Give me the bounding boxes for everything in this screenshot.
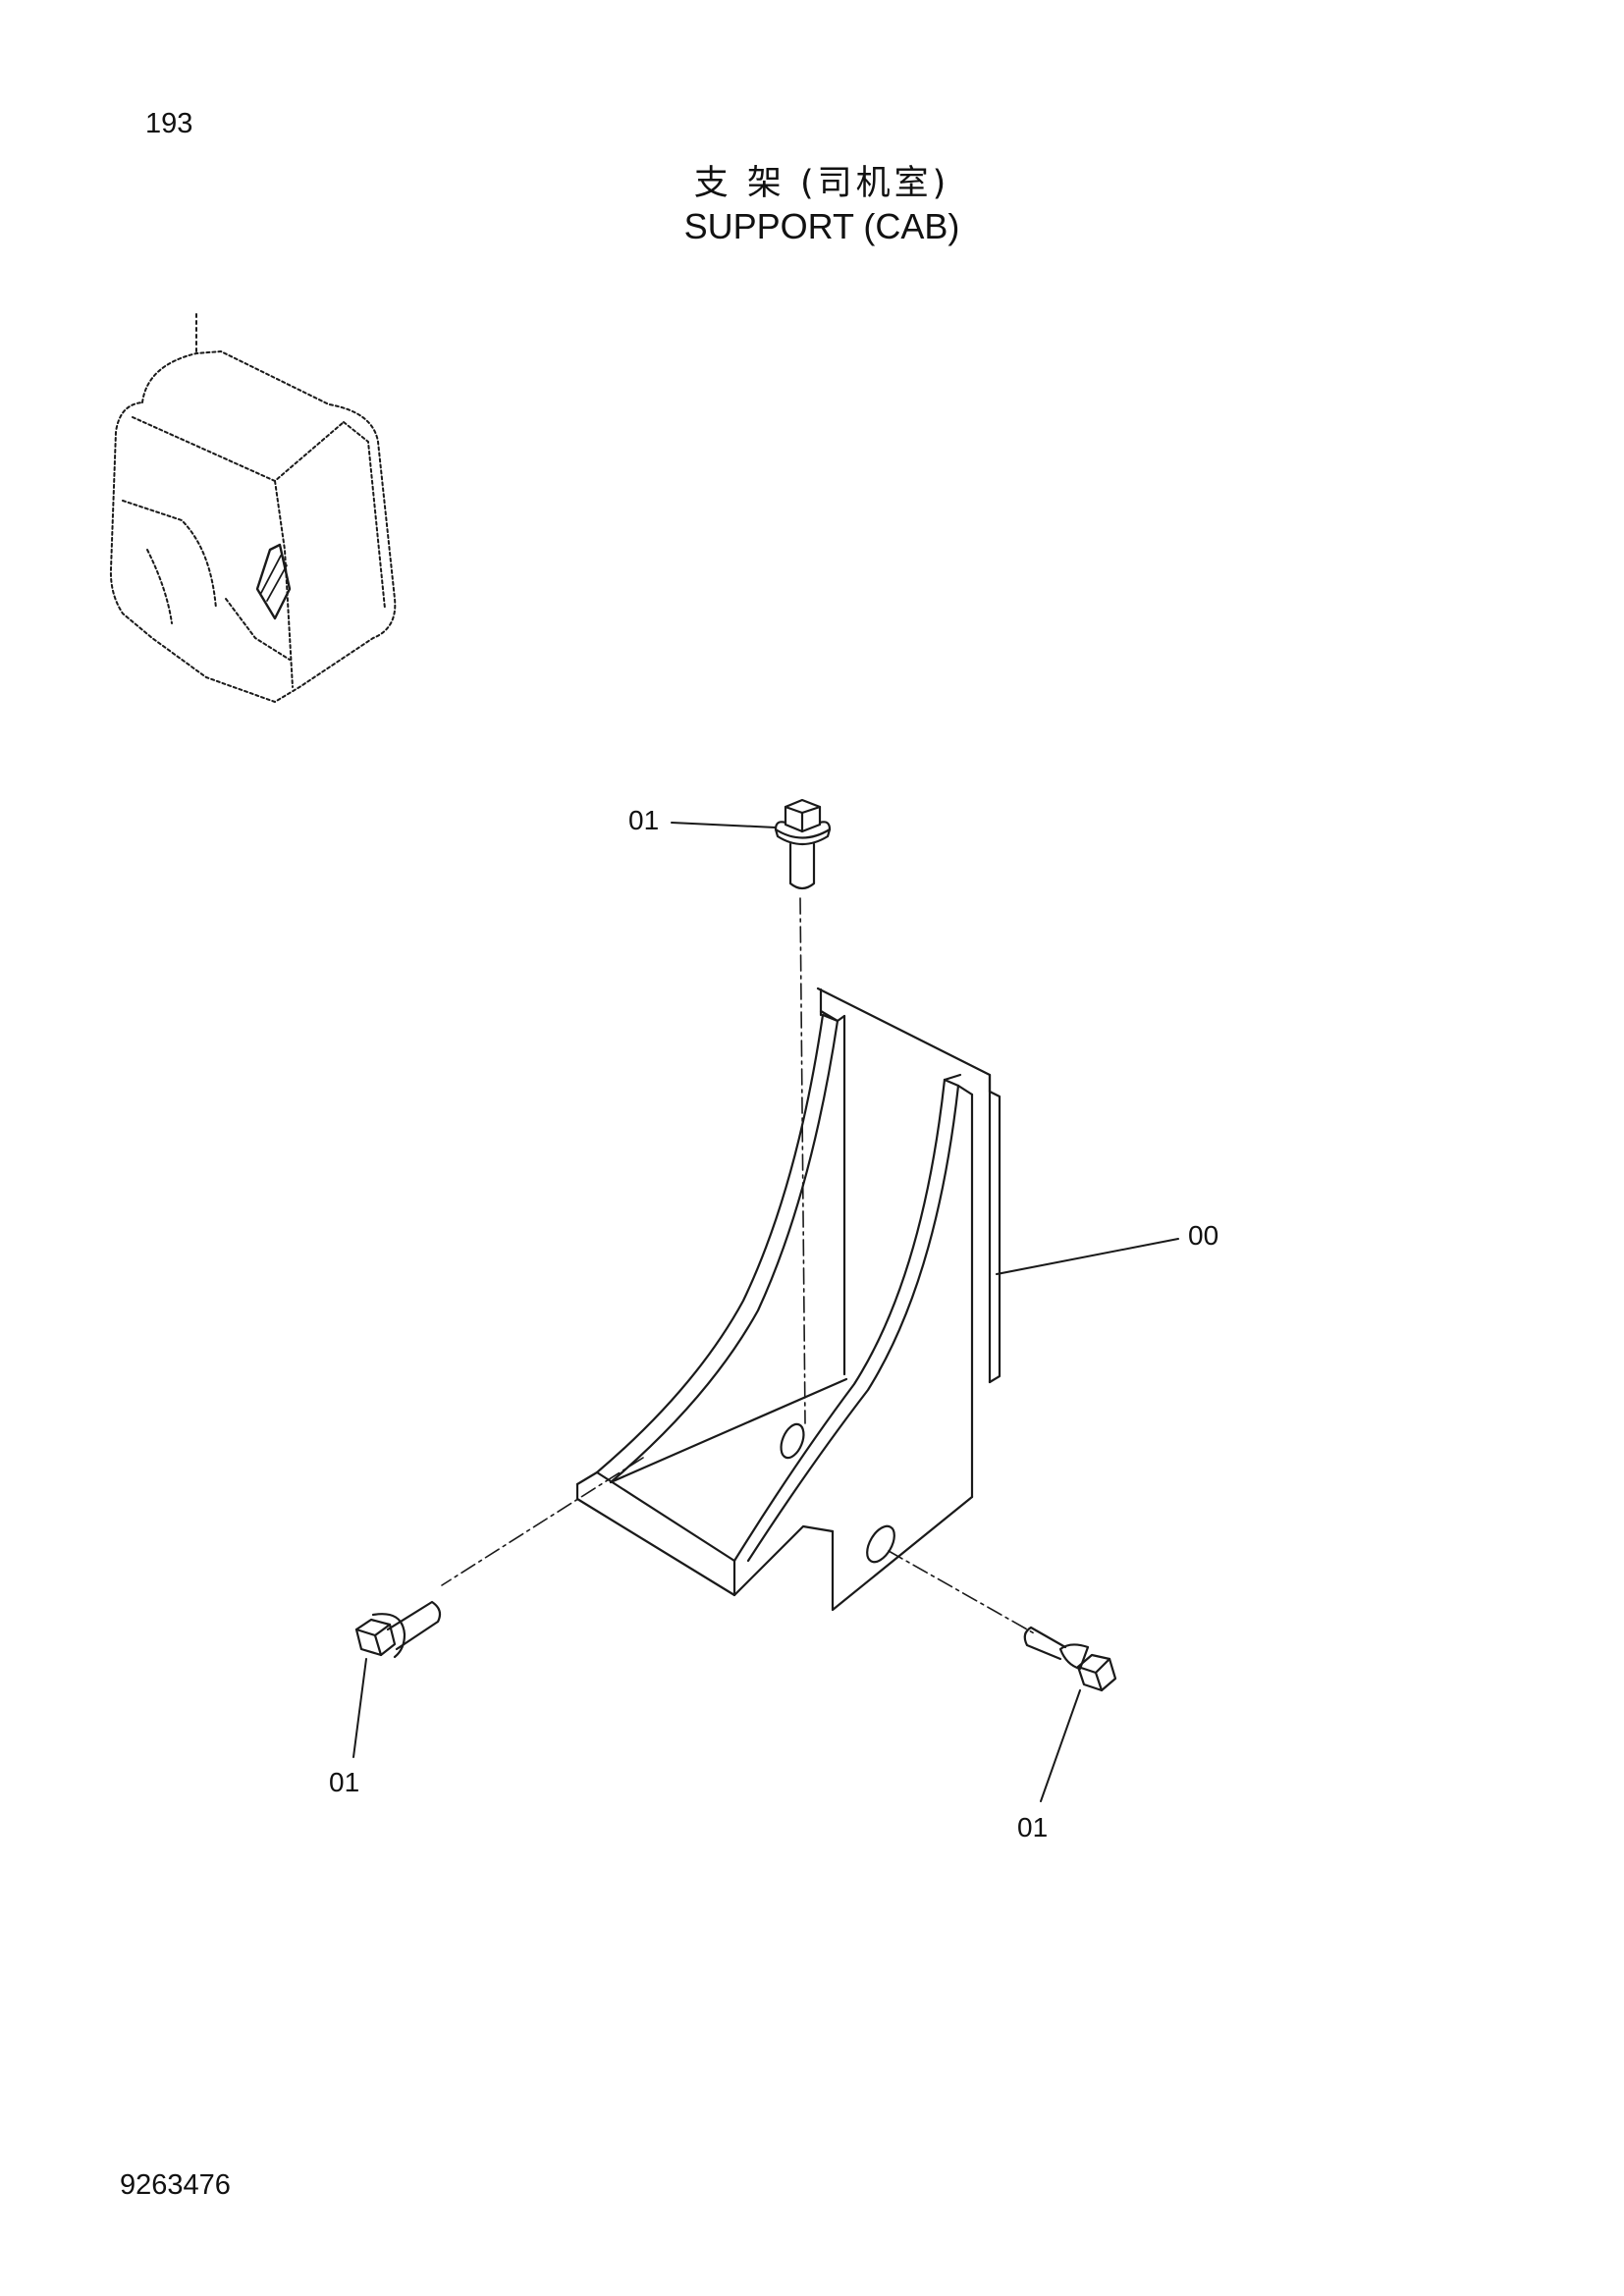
document-number: 9263476 [120,2169,231,2201]
bracket-part-00 [575,987,1001,1612]
page-number: 193 [145,108,193,139]
callout-bolt-top: 01 [628,805,660,835]
callout-bolt-left: 01 [329,1767,360,1797]
title-english: SUPPORT (CAB) [683,206,960,246]
bolt-left-part-01 [354,1600,442,1659]
bolt-top-part-01 [774,798,832,890]
cab-thumbnail [109,313,397,703]
bolt-right-part-01 [1023,1626,1117,1692]
title-chinese: 支 架 (司机室) [693,164,950,203]
leader-lines [352,822,1179,1802]
center-lines [441,897,1037,1635]
callout-bracket: 00 [1188,1220,1219,1251]
callout-bolt-right: 01 [1017,1812,1049,1842]
